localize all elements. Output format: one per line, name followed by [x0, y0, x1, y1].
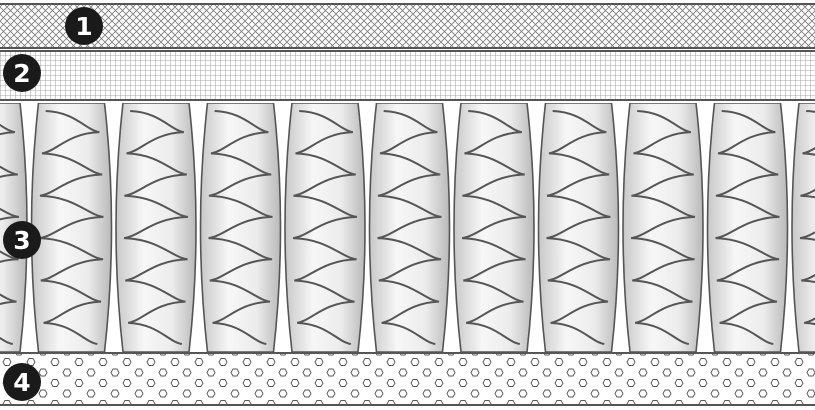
spring-pocket — [706, 103, 789, 352]
pocket-fabric — [453, 103, 535, 352]
layer-4-badge: 4 — [3, 363, 41, 401]
layer-4-number: 4 — [13, 368, 30, 397]
spring-coil — [39, 110, 104, 345]
layer-2-number: 2 — [13, 59, 30, 88]
spring-pocket — [622, 103, 704, 352]
layer-4-hexagon-foam — [0, 352, 815, 406]
spring-coil — [630, 110, 696, 345]
pocket-fabric — [537, 103, 620, 352]
spring-coil — [292, 110, 358, 345]
layer-1-badge: 1 — [65, 7, 103, 45]
layer-3-pocket-springs — [0, 103, 815, 352]
pocket-fabric — [199, 103, 282, 352]
spring-pocket — [537, 103, 620, 352]
spring-coil — [715, 110, 780, 345]
pocket-fabric — [622, 103, 704, 352]
spring-coil — [546, 110, 611, 345]
spring-pocket — [199, 103, 282, 352]
pocket-fabric — [284, 103, 366, 352]
pocket-fabric — [30, 103, 113, 352]
pocket-fabric — [706, 103, 789, 352]
pocket-fabric — [791, 103, 815, 352]
layer-1-number: 1 — [75, 12, 92, 41]
layer-2-grid — [0, 50, 815, 101]
spring-pocket — [284, 103, 366, 352]
spring-pocket — [368, 103, 451, 352]
spring-coil — [799, 110, 815, 326]
layer-3-number: 3 — [13, 226, 30, 255]
pocket-fabric — [368, 103, 451, 352]
layer-3-badge: 3 — [3, 221, 41, 259]
layer-2-badge: 2 — [3, 54, 41, 92]
spring-coil — [461, 110, 527, 345]
spring-coil — [0, 123, 20, 345]
spring-coil — [377, 110, 442, 345]
layer-1-mesh — [0, 3, 815, 49]
spring-pocket — [30, 103, 113, 352]
spring-pocket — [115, 103, 197, 352]
spring-coil — [208, 110, 273, 345]
spring-pocket — [791, 103, 815, 352]
spring-pocket — [453, 103, 535, 352]
spring-coil — [123, 110, 189, 345]
pocket-fabric — [115, 103, 197, 352]
